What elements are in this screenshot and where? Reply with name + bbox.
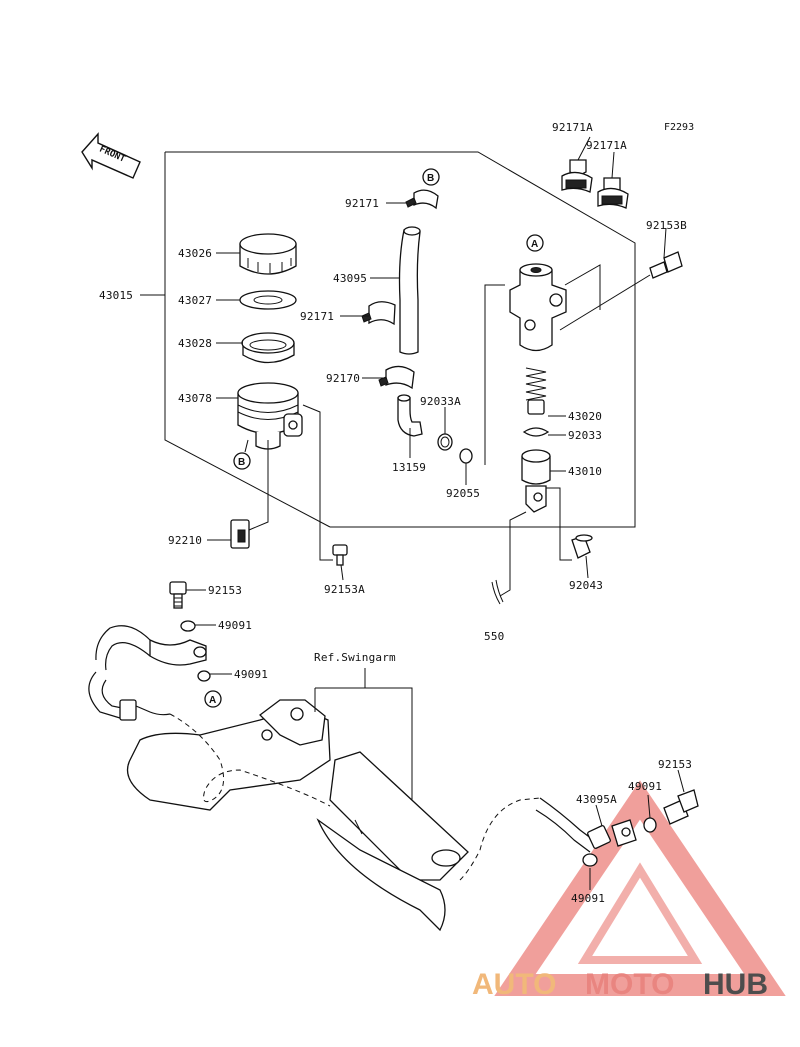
bolt-92153b xyxy=(649,251,683,279)
marker-b-lower xyxy=(233,452,251,470)
label-13159: 13159 xyxy=(392,461,426,474)
watermark-text: AUTO MOTO HUB xyxy=(472,968,768,1001)
washer-49091-lower xyxy=(197,670,211,682)
watermark-auto: AUTO xyxy=(472,968,556,1001)
reservoir xyxy=(237,382,303,450)
label-43015: 43015 xyxy=(99,289,133,302)
front-arrow-icon: FRONT xyxy=(81,132,141,179)
label-92171a-1: 92171A xyxy=(552,121,593,134)
label-43010: 43010 xyxy=(568,465,602,478)
label-43026: 43026 xyxy=(178,247,212,260)
label-92153a: 92153A xyxy=(324,583,365,596)
label-92033: 92033 xyxy=(568,429,602,442)
label-43095a: 43095A xyxy=(576,793,617,806)
bolt-92153a xyxy=(332,544,348,566)
watermark-moto: MOTO xyxy=(585,968,674,1001)
cotter-pin xyxy=(491,579,504,605)
marker-b-upper xyxy=(422,168,440,186)
label-43078: 43078 xyxy=(178,392,212,405)
label-550: 550 xyxy=(484,630,504,643)
hose-clamp-mid xyxy=(361,301,396,326)
clamp-92210 xyxy=(230,519,250,549)
circlip xyxy=(522,427,550,437)
watermark-logo xyxy=(494,780,786,996)
marker-a-lower-text: A xyxy=(209,695,216,706)
label-49091-c: 49091 xyxy=(628,780,662,793)
piston xyxy=(521,449,551,513)
marker-b-lower-text: B xyxy=(238,457,245,468)
label-92055: 92055 xyxy=(446,487,480,500)
washer-49091-c xyxy=(643,817,657,833)
oring-92033a xyxy=(437,433,453,451)
label-92210: 92210 xyxy=(168,534,202,547)
label-49091-a: 49091 xyxy=(218,619,252,632)
label-92153-top: 92153 xyxy=(208,584,242,597)
washer-49091-upper xyxy=(180,620,196,632)
label-92033a: 92033A xyxy=(420,395,461,408)
clamp-92171a-1 xyxy=(561,159,593,193)
banjo-bolt-92153 xyxy=(169,581,187,609)
master-cylinder-body: A xyxy=(509,234,567,352)
marker-a-lower xyxy=(204,690,222,708)
label-43027: 43027 xyxy=(178,294,212,307)
banjo-fitting xyxy=(149,638,207,666)
diaphragm xyxy=(241,332,295,364)
figure-code: F2293 xyxy=(664,122,694,133)
marker-a-upper-text: A xyxy=(531,239,538,250)
label-92171-b: 92171 xyxy=(300,310,334,323)
label-49091-d: 49091 xyxy=(571,892,605,905)
leader-lines xyxy=(186,136,685,890)
label-92171-a: 92171 xyxy=(345,197,379,210)
banjo-bolt-92153-lower xyxy=(663,789,699,825)
label-92043: 92043 xyxy=(569,579,603,592)
swingarm-ref xyxy=(126,699,469,932)
hose-clamp-92170 xyxy=(378,365,415,390)
label-43028: 43028 xyxy=(178,337,212,350)
pin-92043 xyxy=(571,534,593,559)
hose-clamp-top xyxy=(405,189,439,210)
label-92170: 92170 xyxy=(326,372,360,385)
label-92171a-2: 92171A xyxy=(586,139,627,152)
spring xyxy=(525,367,547,415)
brake-hose-lower xyxy=(535,797,637,853)
watermark-hub: HUB xyxy=(703,968,768,1001)
label-ref-swingarm: Ref.Swingarm xyxy=(314,651,396,664)
label-49091-b: 49091 xyxy=(234,668,268,681)
label-92153b: 92153B xyxy=(646,219,687,232)
reservoir-cap xyxy=(239,233,297,275)
hose-elbow xyxy=(397,394,423,437)
clamp-92171a-2 xyxy=(597,177,629,209)
label-43095: 43095 xyxy=(333,272,367,285)
assembly-outline xyxy=(165,151,636,528)
part-labels: 43015 43026 43027 43028 43078 92210 9217… xyxy=(99,121,692,905)
washer-49091-d xyxy=(582,853,598,867)
label-92153-bottom: 92153 xyxy=(658,758,692,771)
brake-hose-upper xyxy=(88,625,171,721)
diaphragm-plate xyxy=(239,290,297,310)
marker-b-upper-text: B xyxy=(427,173,434,184)
oring-92055 xyxy=(459,448,473,464)
label-43020: 43020 xyxy=(568,410,602,423)
reservoir-hose xyxy=(398,226,421,355)
